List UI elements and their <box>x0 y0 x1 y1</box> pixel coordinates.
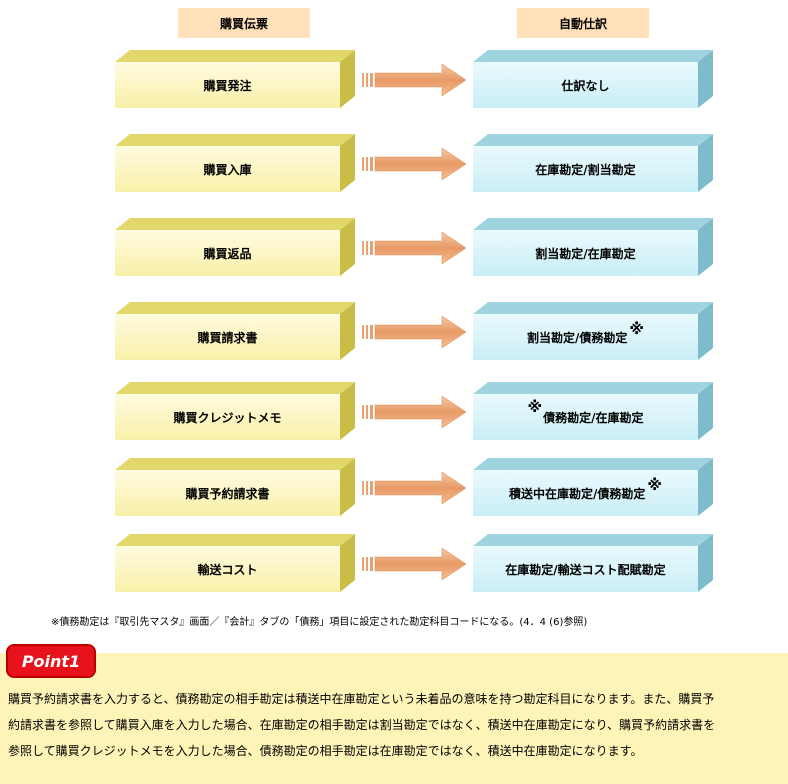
voucher-box: 輸送コスト <box>115 534 355 592</box>
voucher-box: 購買請求書 <box>115 302 355 360</box>
journal-label: 割当勘定/在庫勘定 <box>535 246 636 261</box>
journal-label: 在庫勘定/輸送コスト配賦勘定 <box>505 562 666 577</box>
flow-row: 輸送コスト 在庫勘定/輸送コスト配賦勘定 <box>0 534 788 592</box>
flow-row: 購買発注 仕訳なし <box>0 50 788 108</box>
flow-row: 購買返品 割当勘定/在庫勘定 <box>0 218 788 276</box>
flow-row: 購買入庫 在庫勘定/割当勘定 <box>0 134 788 192</box>
voucher-label: 購買発注 <box>203 78 252 93</box>
voucher-box: 購買クレジットメモ <box>115 382 355 440</box>
voucher-box: 購買発注 <box>115 50 355 108</box>
journal-box: ※ 債務勘定/在庫勘定 <box>473 382 713 440</box>
voucher-label: 購買請求書 <box>197 330 258 345</box>
flow-row: 購買クレジットメモ ※ 債務勘定/在庫勘定 <box>0 382 788 440</box>
note-mark: ※ <box>647 476 662 494</box>
point-text: 購買予約請求書を入力すると、債務勘定の相手勘定は積送中在庫勘定という未着品の意味… <box>8 686 782 764</box>
voucher-label: 購買入庫 <box>203 162 252 177</box>
journal-label: 割当勘定/債務勘定 <box>527 330 628 345</box>
journal-box: 仕訳なし <box>473 50 713 108</box>
voucher-box: 購買入庫 <box>115 134 355 192</box>
arrow-icon <box>362 63 467 97</box>
voucher-label: 購買返品 <box>203 246 252 261</box>
arrow-icon <box>362 231 467 265</box>
point-line: 約請求書を参照して購買入庫を入力した場合、在庫勘定の相手勘定は割当勘定ではなく、… <box>8 718 716 732</box>
header-auto-journal: 自動仕訳 <box>517 8 649 38</box>
point-panel <box>0 653 788 784</box>
journal-box: 割当勘定/在庫勘定 <box>473 218 713 276</box>
journal-label: 仕訳なし <box>561 78 610 93</box>
arrow-icon <box>362 471 467 505</box>
header-purchase-voucher: 購買伝票 <box>178 8 310 38</box>
arrow-icon <box>362 395 467 429</box>
arrow-icon <box>362 147 467 181</box>
journal-label: 債務勘定/在庫勘定 <box>543 410 644 425</box>
point-line: 参照して購買クレジットメモを入力した場合、債務勘定の相手勘定は在庫勘定ではなく、… <box>8 744 643 758</box>
voucher-box: 購買返品 <box>115 218 355 276</box>
note-mark: ※ <box>527 398 543 416</box>
note-mark: ※ <box>629 320 644 338</box>
point-line: 購買予約請求書を入力すると、債務勘定の相手勘定は積送中在庫勘定という未着品の意味… <box>8 692 715 706</box>
journal-box: 積送中在庫勘定/債務勘定 ※ <box>473 458 713 516</box>
journal-label: 積送中在庫勘定/債務勘定 <box>509 486 646 501</box>
journal-box: 在庫勘定/割当勘定 <box>473 134 713 192</box>
voucher-label: 購買クレジットメモ <box>173 410 282 425</box>
voucher-box: 購買予約請求書 <box>115 458 355 516</box>
journal-label: 在庫勘定/割当勘定 <box>535 162 636 177</box>
flow-row: 購買予約請求書 積送中在庫勘定/債務勘定 ※ <box>0 458 788 516</box>
arrow-icon <box>362 315 467 349</box>
point-badge: Point1 <box>6 644 96 678</box>
flow-row: 購買請求書 割当勘定/債務勘定 ※ <box>0 302 788 360</box>
journal-box: 割当勘定/債務勘定 ※ <box>473 302 713 360</box>
footnote: ※債務勘定は『取引先マスタ』画面／『会計』タブの「債務」項目に設定された勘定科目… <box>51 617 588 628</box>
voucher-label: 購買予約請求書 <box>185 486 270 501</box>
voucher-label: 輸送コスト <box>197 562 258 577</box>
journal-box: 在庫勘定/輸送コスト配賦勘定 <box>473 534 713 592</box>
arrow-icon <box>362 547 467 581</box>
